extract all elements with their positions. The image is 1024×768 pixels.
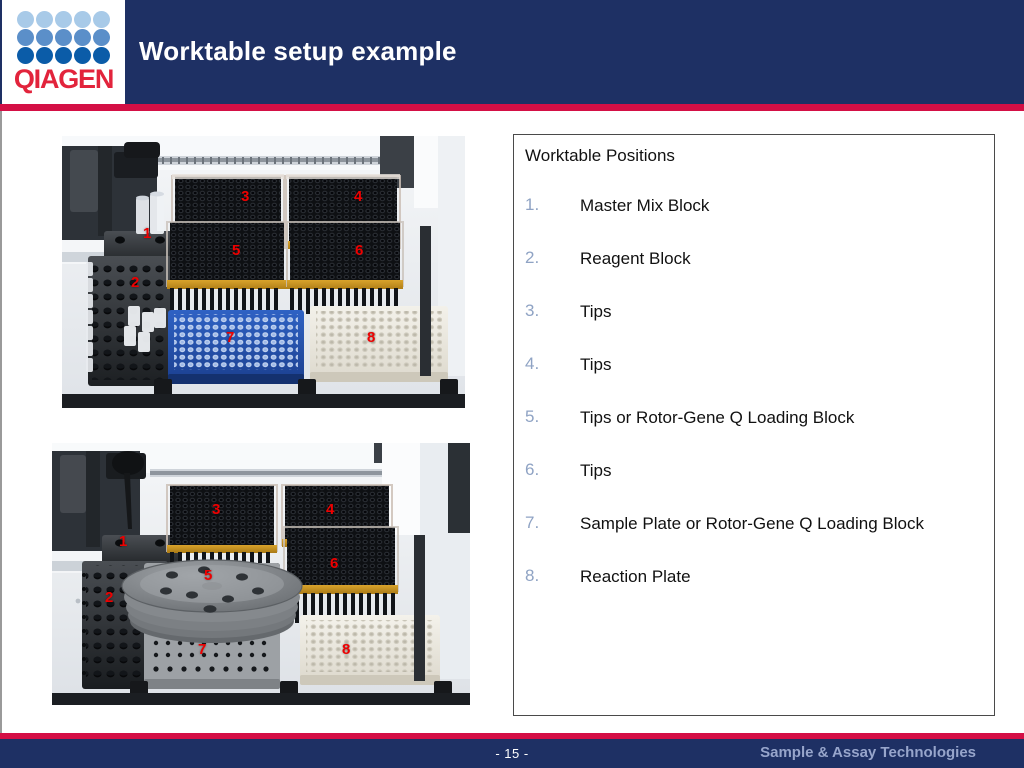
list-item-number: 1. bbox=[525, 195, 540, 214]
logo-dot-icon bbox=[74, 29, 91, 46]
footer-divider bbox=[0, 733, 1024, 739]
logo-dot-icon bbox=[93, 11, 110, 28]
list-item-number: 5. bbox=[525, 407, 540, 426]
worktable-photo-bottom-image bbox=[52, 443, 470, 705]
list-item: 1. Master Mix Block bbox=[525, 193, 985, 219]
logo-dot-icon bbox=[55, 47, 72, 64]
photo-top-marker-8: 8 bbox=[367, 329, 376, 346]
logo-dot-icon bbox=[36, 11, 53, 28]
logo-dot-icon bbox=[93, 29, 110, 46]
list-item-number: 4. bbox=[525, 354, 540, 373]
list-item: 8. Reaction Plate bbox=[525, 564, 985, 590]
list-item-number: 2. bbox=[525, 248, 540, 267]
list-item: 6. Tips bbox=[525, 458, 985, 484]
photo-top-marker-2: 2 bbox=[131, 274, 140, 291]
page-title: Worktable setup example bbox=[139, 36, 457, 66]
photo-bottom-marker-1: 1 bbox=[119, 533, 128, 550]
worktable-positions-list: 1. Master Mix Block 2. Reagent Block 3. … bbox=[525, 193, 985, 617]
slide-footer bbox=[0, 739, 1024, 768]
header-divider bbox=[0, 104, 1024, 111]
photo-top-marker-5: 5 bbox=[232, 242, 241, 259]
photo-top-marker-6: 6 bbox=[355, 242, 364, 259]
logo-dot-icon bbox=[36, 29, 53, 46]
list-item-label: Master Mix Block bbox=[580, 196, 710, 215]
photo-bottom-marker-7: 7 bbox=[198, 641, 207, 658]
logo-dot-row-1 bbox=[12, 11, 116, 28]
list-item-label: Tips bbox=[580, 461, 612, 480]
logo-dot-icon bbox=[17, 29, 34, 46]
photo-bottom-marker-6: 6 bbox=[330, 555, 339, 572]
photo-bottom-marker-4: 4 bbox=[326, 501, 335, 518]
logo-wordmark: QIAGEN bbox=[13, 64, 115, 94]
list-item: 2. Reagent Block bbox=[525, 246, 985, 272]
list-item-number: 8. bbox=[525, 566, 540, 585]
photo-bottom-marker-3: 3 bbox=[212, 501, 221, 518]
logo-dot-icon bbox=[74, 11, 91, 28]
page-number: - 15 - bbox=[495, 746, 529, 761]
list-item-label: Tips bbox=[580, 355, 612, 374]
panel-title: Worktable Positions bbox=[525, 146, 675, 165]
logo-dot-icon bbox=[74, 47, 91, 64]
photo-top-marker-3: 3 bbox=[241, 188, 250, 205]
logo-dot-icon bbox=[17, 47, 34, 64]
photo-bottom-marker-5: 5 bbox=[204, 567, 213, 584]
logo-dot-icon bbox=[36, 47, 53, 64]
photo-bottom-marker-8: 8 bbox=[342, 641, 351, 658]
list-item-label: Reagent Block bbox=[580, 249, 691, 268]
logo-dot-icon bbox=[55, 29, 72, 46]
photo-bottom-marker-2: 2 bbox=[105, 589, 114, 606]
list-item-number: 7. bbox=[525, 513, 540, 532]
list-item: 3. Tips bbox=[525, 299, 985, 325]
worktable-photo-top: 1 2 3 4 5 6 7 8 bbox=[62, 136, 465, 408]
list-item-label: Reaction Plate bbox=[580, 567, 691, 586]
list-item-label: Tips or Rotor-Gene Q Loading Block bbox=[580, 408, 855, 427]
worktable-photo-top-image bbox=[62, 136, 465, 408]
list-item: 5. Tips or Rotor-Gene Q Loading Block bbox=[525, 405, 985, 431]
list-item: 4. Tips bbox=[525, 352, 985, 378]
worktable-positions-panel: Worktable Positions 1. Master Mix Block … bbox=[513, 134, 995, 716]
slide-header: QIAGEN Worktable setup example bbox=[0, 0, 1024, 104]
footer-tagline: Sample & Assay Technologies bbox=[760, 744, 976, 761]
photo-top-marker-1: 1 bbox=[143, 225, 152, 242]
list-item-number: 3. bbox=[525, 301, 540, 320]
worktable-photo-bottom: 1 2 3 4 5 6 7 8 bbox=[52, 443, 470, 705]
photo-top-marker-7: 7 bbox=[226, 329, 235, 346]
slide-left-edge bbox=[0, 0, 2, 768]
list-item-label: Tips bbox=[580, 302, 612, 321]
logo-dot-icon bbox=[93, 47, 110, 64]
photo-top-marker-4: 4 bbox=[354, 188, 363, 205]
qiagen-logo: QIAGEN bbox=[2, 0, 125, 104]
logo-dot-row-2 bbox=[12, 29, 116, 46]
logo-dot-row-3 bbox=[12, 47, 116, 64]
logo-dot-icon bbox=[55, 11, 72, 28]
list-item: 7. Sample Plate or Rotor-Gene Q Loading … bbox=[525, 511, 985, 537]
list-item-label: Sample Plate or Rotor-Gene Q Loading Blo… bbox=[580, 514, 924, 533]
logo-dot-icon bbox=[17, 11, 34, 28]
list-item-number: 6. bbox=[525, 460, 540, 479]
